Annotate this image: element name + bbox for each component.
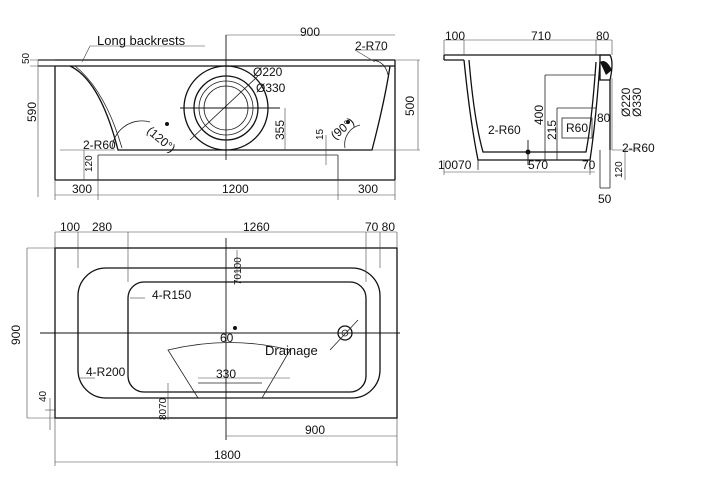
end-dim-400: 400 — [532, 105, 546, 125]
plan-dim-8070: 8070 — [158, 397, 169, 420]
dim-15: 15 — [315, 128, 326, 140]
end-dim-10070: 10070 — [438, 158, 472, 172]
plan-dim-4r150: 4-R150 — [152, 288, 192, 302]
end-dim-710: 710 — [531, 29, 551, 43]
plan-dim-900-bottom: 900 — [305, 423, 325, 437]
plan-dim-1260: 1260 — [243, 220, 270, 234]
end-dim-d220: Ø220 — [619, 87, 633, 117]
end-dim-70: 70 — [582, 158, 596, 172]
end-dim-2r60-right: 2-R60 — [622, 141, 655, 155]
dim-top-900: 900 — [300, 25, 320, 39]
end-dim-50: 50 — [598, 192, 612, 206]
end-dim-d330: Ø330 — [630, 87, 644, 117]
plan-dim-280: 280 — [92, 220, 112, 234]
plan-dim-1800: 1800 — [214, 448, 241, 462]
end-dim-2r60-left: 2-R60 — [488, 123, 521, 137]
plan-dim-70100: 70100 — [233, 257, 244, 285]
dim-590: 590 — [25, 102, 39, 122]
label-drainage: Drainage — [265, 343, 318, 358]
dim-120: 120 — [84, 155, 95, 172]
end-dim-570: 570 — [528, 158, 548, 172]
plan-dim-60: 60 — [220, 331, 234, 345]
dim-300-right: 300 — [358, 182, 378, 196]
plan-dim-40: 40 — [38, 390, 49, 402]
end-dim-120: 120 — [614, 161, 625, 178]
end-dim-80-mid: 80 — [597, 111, 611, 125]
dim-50: 50 — [21, 52, 32, 64]
plan-dim-4r200: 4-R200 — [86, 365, 126, 379]
dim-angle-90: (90°) — [328, 115, 357, 143]
plan-dim-70-80: 70 80 — [365, 220, 395, 234]
end-dim-r60: R60 — [566, 121, 588, 135]
label-long-backrests: Long backrests — [97, 33, 186, 48]
end-dim-215: 215 — [545, 120, 559, 140]
end-dim-80-top: 80 — [596, 29, 610, 43]
side-view: Long backrests 900 2-R70 50 590 500 Ø220… — [21, 25, 420, 200]
plan-view: 100 280 1260 70 80 70100 900 4-R150 60 D… — [9, 220, 400, 466]
dim-d220: Ø220 — [253, 65, 283, 79]
dim-355: 355 — [273, 120, 287, 140]
dim-500: 500 — [403, 96, 417, 116]
dim-d330: Ø330 — [256, 81, 286, 95]
dim-1200: 1200 — [222, 182, 249, 196]
dim-300-left: 300 — [72, 182, 92, 196]
end-dim-100: 100 — [445, 29, 465, 43]
dim-2r60: 2-R60 — [83, 138, 116, 152]
end-view: 100 710 80 400 Ø220 Ø330 80 2-R60 R60 21… — [438, 29, 655, 206]
plan-dim-100: 100 — [60, 220, 80, 234]
plan-dim-330: 330 — [216, 367, 236, 381]
dim-2r70: 2-R70 — [355, 39, 388, 53]
plan-dim-900-height: 900 — [9, 325, 23, 345]
